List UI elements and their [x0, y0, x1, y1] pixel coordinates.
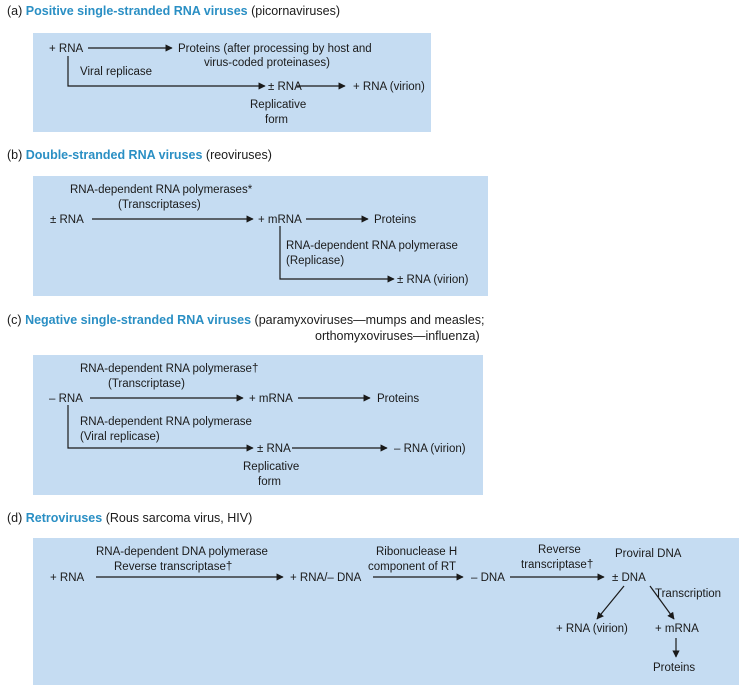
enzyme-line-1: RNA-dependent RNA polymerases*	[70, 184, 253, 196]
panel-b-label: (b)	[7, 148, 23, 162]
replicative-label: Replicative	[250, 99, 306, 111]
replicase-line-2: (Viral replicase)	[80, 431, 160, 443]
panel-c-header: (c) Negative single-stranded RNA viruses…	[7, 313, 485, 328]
enzyme-line-2: (Transcriptase)	[108, 378, 185, 390]
pm-dna-label: ± DNA	[612, 572, 646, 584]
panel-a-text: + RNA Proteins (after processing by host…	[49, 43, 425, 126]
replicase-line-1: RNA-dependent RNA polymerase	[286, 240, 458, 252]
panel-d-title: Retroviruses	[25, 511, 103, 525]
virion-label: – RNA (virion)	[394, 443, 466, 455]
minus-rna-label: – RNA	[49, 393, 83, 405]
pm-rna-label: ± RNA	[50, 214, 84, 226]
proteins-line-1: Proteins (after processing by host and	[178, 43, 372, 55]
proteins-line-2: virus-coded proteinases)	[204, 57, 330, 69]
panel-a-box	[33, 33, 431, 132]
panel-c-text: RNA-dependent RNA polymerase† (Transcrip…	[49, 363, 466, 488]
proviral-label: Proviral DNA	[615, 548, 682, 560]
mrna-label: + mRNA	[249, 393, 293, 405]
panel-c-label: (c)	[7, 313, 22, 327]
panel-c-diagram	[67, 394, 388, 452]
pm-rna-label: ± RNA	[257, 443, 291, 455]
enzyme-line-1: RNA-dependent RNA polymerase†	[80, 363, 258, 375]
panel-c-subtitle-1: (paramyxoviruses—mumps and measles;	[254, 313, 485, 327]
panel-c-header-line-2: orthomyxoviruses—influenza)	[315, 329, 480, 344]
enzyme-line-2: Reverse transcriptase†	[114, 561, 232, 573]
rt-line-2: transcriptase†	[521, 559, 593, 571]
mrna-label: + mRNA	[655, 623, 699, 635]
replicase-line-1: RNA-dependent RNA polymerase	[80, 416, 252, 428]
replicase-line-2: (Replicase)	[286, 255, 344, 267]
virion-label: + RNA (virion)	[556, 623, 628, 635]
arrow-dna-to-mrna	[649, 585, 675, 620]
panel-a-subtitle: (picornaviruses)	[251, 4, 340, 18]
panel-b-text: RNA-dependent RNA polymerases* (Transcri…	[50, 184, 469, 286]
enzyme-line-2: (Transcriptases)	[118, 199, 201, 211]
proteins-label: Proteins	[377, 393, 419, 405]
panel-d-header: (d) Retroviruses (Rous sarcoma virus, HI…	[7, 511, 252, 526]
arrow-replicase-path	[67, 405, 250, 449]
rnase-line-2: component of RT	[368, 561, 456, 573]
form-label: form	[258, 476, 281, 488]
panel-c-title: Negative single-stranded RNA viruses	[25, 313, 252, 327]
panel-c-box	[33, 355, 483, 495]
pm-rna-label: ± RNA	[268, 81, 302, 93]
proteins-label: Proteins	[653, 662, 695, 674]
minus-dna-label: – DNA	[471, 572, 505, 584]
panel-b-title: Double-stranded RNA viruses	[25, 148, 203, 162]
enzyme-line-1: RNA-dependent DNA polymerase	[96, 546, 268, 558]
virion-label: ± RNA (virion)	[397, 274, 469, 286]
panel-b-box	[33, 176, 488, 296]
rt-line-1: Reverse	[538, 544, 581, 556]
proteins-label: Proteins	[374, 214, 416, 226]
arrow-replicase-path	[67, 56, 262, 87]
panel-b-diagram	[92, 215, 395, 283]
panel-b-subtitle: (reoviruses)	[205, 148, 272, 162]
panel-a-diagram	[67, 44, 346, 90]
viral-replicase-label: Viral replicase	[80, 66, 152, 78]
mrna-label: + mRNA	[258, 214, 302, 226]
transcription-label: Transcription	[655, 588, 721, 600]
panel-d-label: (d)	[7, 511, 23, 525]
panel-b-header: (b) Double-stranded RNA viruses (reoviru…	[7, 148, 272, 163]
rnase-line-1: Ribonuclease H	[376, 546, 457, 558]
panel-d-subtitle: (Rous sarcoma virus, HIV)	[105, 511, 253, 525]
panel-c-subtitle-2: orthomyxoviruses—influenza)	[315, 329, 480, 343]
arrow-dna-to-virion	[596, 585, 625, 620]
panel-d-diagram	[96, 573, 680, 658]
arrow-replicase-path	[279, 226, 390, 280]
panel-d-text: + RNA RNA-dependent DNA polymerase Rever…	[50, 544, 721, 674]
panel-d-box	[33, 538, 739, 685]
hybrid-label: + RNA/– DNA	[290, 572, 362, 584]
panel-a-header: (a) Positive single-stranded RNA viruses…	[7, 4, 340, 19]
panel-a-title: Positive single-stranded RNA viruses	[25, 4, 248, 18]
panel-a-label: (a)	[7, 4, 23, 18]
plus-rna-label: + RNA	[50, 572, 85, 584]
plus-rna-label: + RNA	[49, 43, 84, 55]
replicative-label: Replicative	[243, 461, 299, 473]
form-label: form	[265, 114, 288, 126]
virion-label: + RNA (virion)	[353, 81, 425, 93]
